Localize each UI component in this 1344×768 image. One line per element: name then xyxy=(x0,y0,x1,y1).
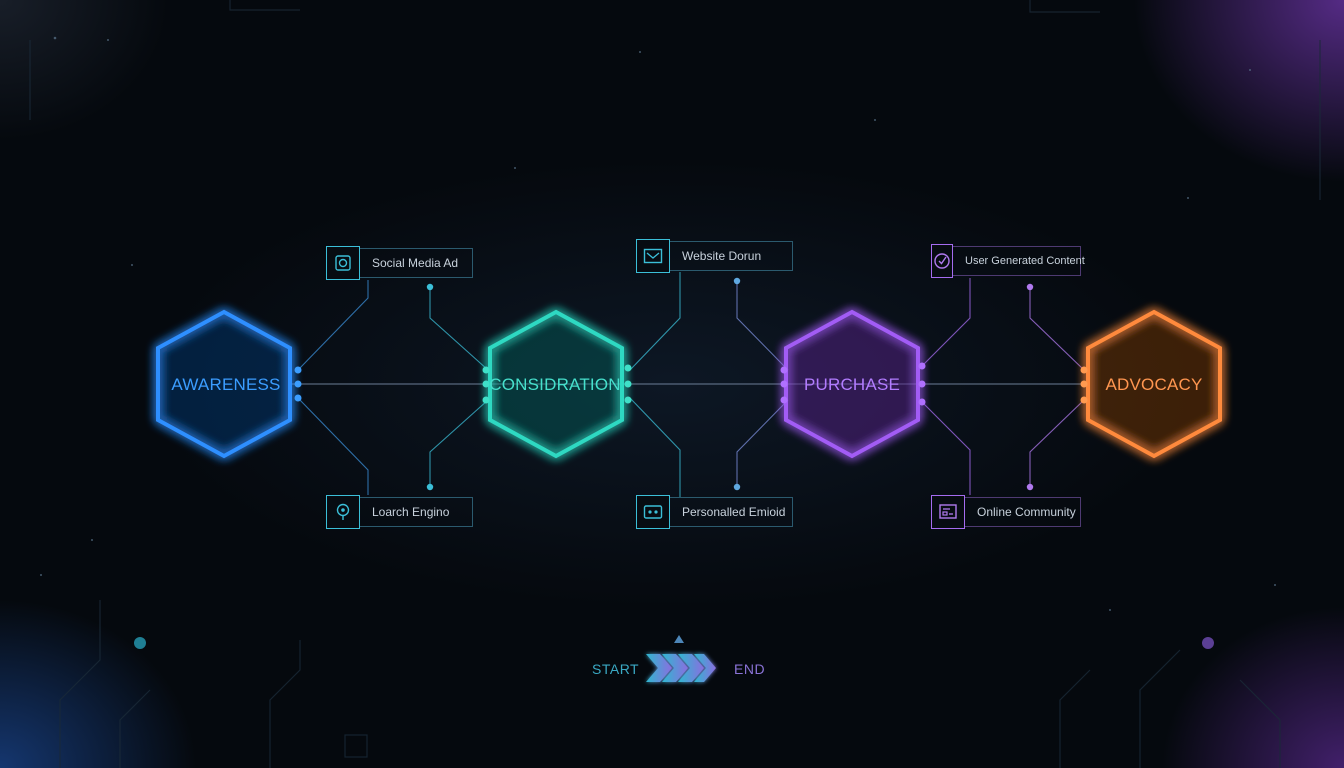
channel-label: Website Dorun xyxy=(682,249,762,263)
channel-website[interactable]: Website Dorun xyxy=(636,239,793,273)
channel-label: Online Community xyxy=(977,505,1076,519)
connector-lines xyxy=(297,272,1085,497)
browser-icon xyxy=(636,239,670,273)
timeline-start-label: START xyxy=(592,661,640,677)
stage-hexagon-purchase[interactable] xyxy=(780,309,926,459)
channel-label: Personalled Emioid xyxy=(682,505,786,519)
channel-social-media-ad[interactable]: Social Media Ad xyxy=(326,246,473,280)
circuit-decoration xyxy=(29,0,1321,768)
progress-chevrons xyxy=(646,654,716,682)
stage-label-advocacy: ADVOCACY xyxy=(1105,375,1203,394)
stage-hexagon-awareness[interactable] xyxy=(156,309,302,459)
timeline-end-node xyxy=(1202,637,1214,649)
timeline-marker xyxy=(674,635,684,643)
channel-personalized-email[interactable]: Personalled Emioid xyxy=(636,495,793,529)
stage-label-awareness: AWARENESS xyxy=(171,375,281,394)
channel-label: User Generated Content xyxy=(965,255,1085,267)
camera-icon xyxy=(326,246,360,280)
channel-search-engine[interactable]: Loarch Engino xyxy=(326,495,473,529)
star-particles xyxy=(40,36,1276,611)
email-icon xyxy=(636,495,670,529)
channel-user-generated-content[interactable]: User Generated Content xyxy=(931,244,1085,278)
timeline xyxy=(134,635,1214,649)
timeline-start-node xyxy=(134,637,146,649)
timeline-end-label: END xyxy=(734,661,766,677)
stage-hexagon-advocacy[interactable] xyxy=(1080,309,1222,459)
stage-label-purchase: PURCHASE xyxy=(803,375,901,394)
stage-label-consideration: CONSIDRATION xyxy=(489,375,621,394)
community-icon xyxy=(931,495,965,529)
location-pin-icon xyxy=(326,495,360,529)
channel-label: Social Media Ad xyxy=(372,256,459,270)
stage-hexagon-consideration[interactable] xyxy=(482,309,632,459)
rating-icon xyxy=(931,244,953,278)
channel-online-community[interactable]: Online Community xyxy=(931,495,1081,529)
channel-label: Loarch Engino xyxy=(372,505,450,519)
connector-dots xyxy=(426,277,1034,491)
